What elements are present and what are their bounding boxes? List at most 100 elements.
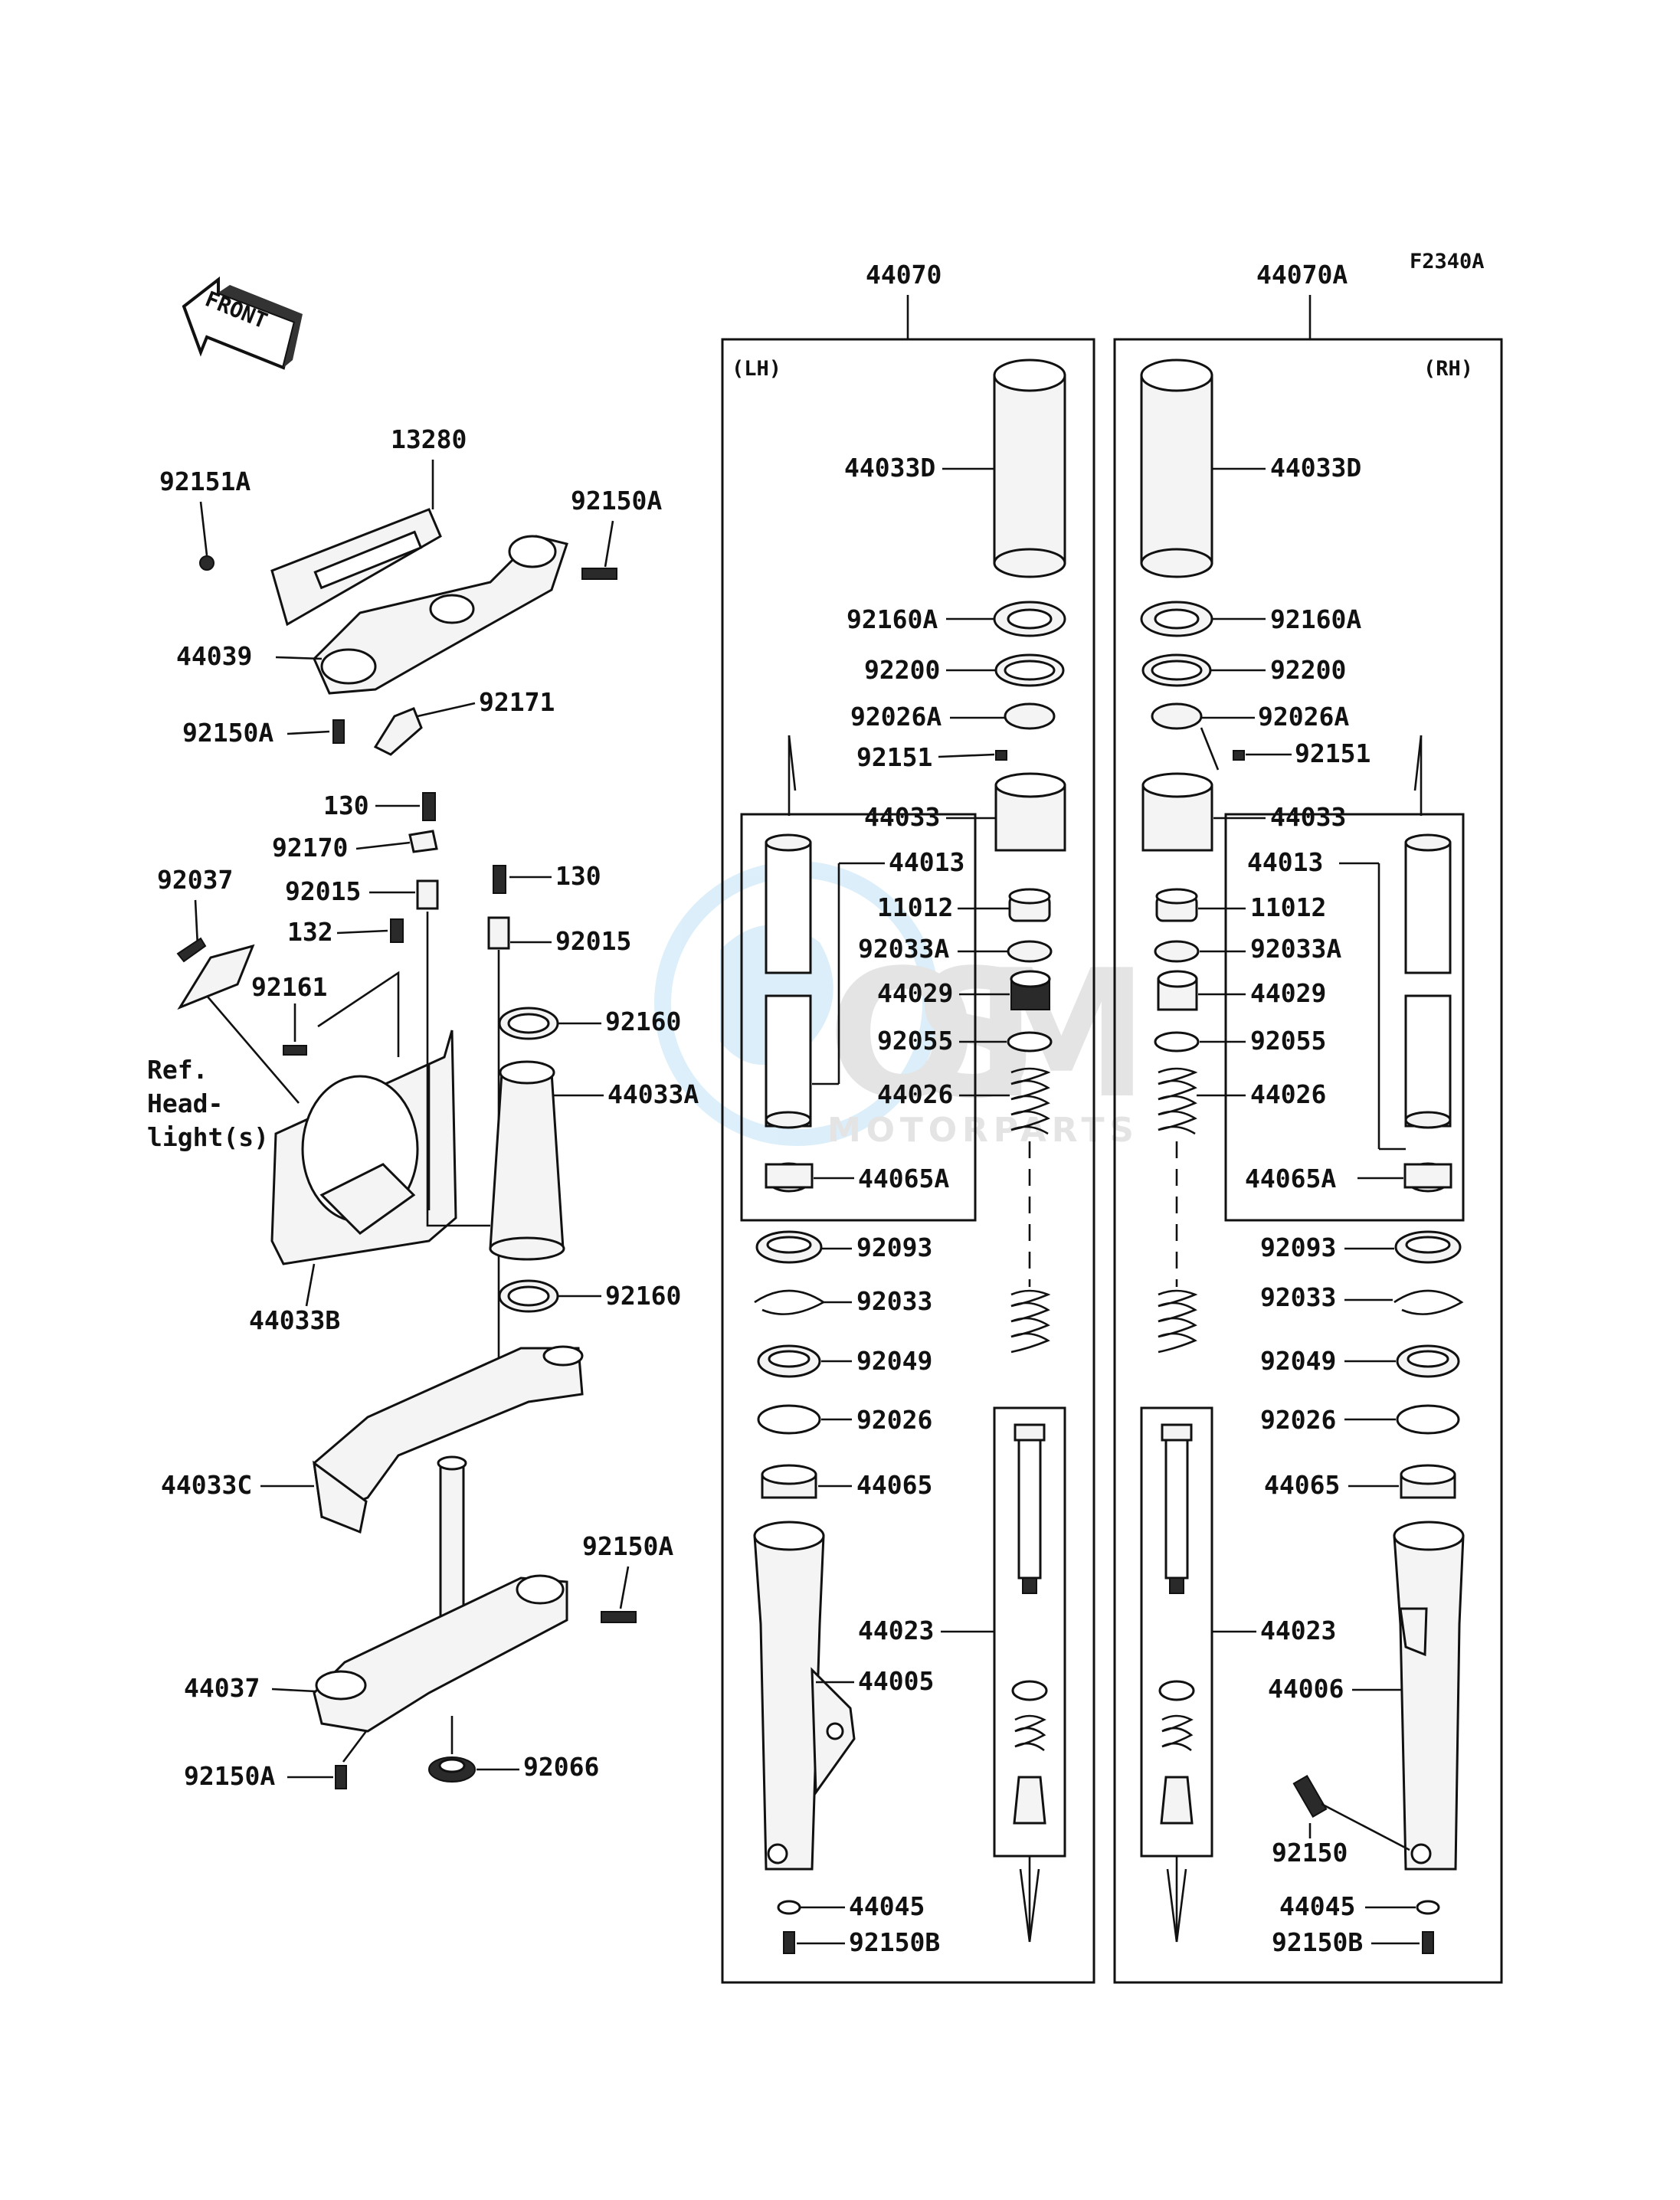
rh-outer-tube-44006 xyxy=(1393,1521,1465,1871)
lh-side-label: (LH) xyxy=(732,357,781,381)
bracket-92171 xyxy=(373,707,423,756)
lh-label-44005: 44005 xyxy=(858,1666,934,1696)
rh-inner-tube-44013 xyxy=(1404,833,1452,1129)
rh-label-92033: 92033 xyxy=(1260,1282,1336,1312)
rh-plug-44029 xyxy=(1157,970,1198,1011)
rh-cap-11012 xyxy=(1155,888,1198,922)
lh-label-92160A: 92160A xyxy=(847,604,938,634)
headlight-bracket-ref xyxy=(177,944,255,1010)
lh-label-92026A: 92026A xyxy=(850,702,942,732)
bolt-92151A xyxy=(199,555,215,571)
lh-damper-rod-44023 xyxy=(1011,1423,1048,1825)
lh-outer-tube-44005 xyxy=(753,1521,856,1871)
lh-label-44023: 44023 xyxy=(858,1616,934,1645)
label-130-a: 130 xyxy=(323,791,369,820)
watermark-brand: OSM xyxy=(827,933,1149,1138)
rh-washer-44045 xyxy=(1416,1900,1440,1915)
rh-label-92200: 92200 xyxy=(1270,655,1346,685)
lh-label-92093: 92093 xyxy=(856,1233,932,1262)
rh-oring-92055 xyxy=(1154,1031,1200,1053)
rh-label-92049: 92049 xyxy=(1260,1346,1336,1376)
label-92160-bot: 92160 xyxy=(605,1281,681,1311)
lh-label-92033A: 92033A xyxy=(858,934,949,964)
rh-label-92160A: 92160A xyxy=(1270,604,1361,634)
rh-oring-92033A xyxy=(1154,940,1200,963)
rh-label-44065A: 44065A xyxy=(1245,1164,1336,1193)
rh-damper-rod-44023 xyxy=(1158,1423,1195,1825)
bracket-92170 xyxy=(408,830,438,853)
bolt-130-b xyxy=(493,865,506,894)
rh-inner-tube-box xyxy=(1224,813,1465,1222)
label-92150A-top: 92150A xyxy=(571,486,662,516)
lh-label-44033: 44033 xyxy=(864,802,940,832)
lh-label-44033D: 44033D xyxy=(844,453,935,483)
label-92015-a: 92015 xyxy=(285,876,361,906)
lh-bolt-92150B xyxy=(783,1931,795,1954)
label-44039: 44039 xyxy=(176,641,252,671)
lh-cap-11012 xyxy=(1008,888,1051,922)
lh-cover-44033 xyxy=(994,772,1066,852)
rh-label-92150B: 92150B xyxy=(1272,1927,1363,1957)
steering-stem-44037 xyxy=(313,1455,568,1733)
rh-label-44023: 44023 xyxy=(1260,1616,1336,1645)
lh-band-92026A xyxy=(1004,702,1056,730)
label-13280: 13280 xyxy=(391,424,467,454)
stem-nut-92066 xyxy=(428,1756,476,1783)
lh-clip-92033 xyxy=(754,1289,826,1315)
rh-washer-92026 xyxy=(1396,1404,1460,1435)
lh-label-44013: 44013 xyxy=(889,847,964,877)
watermark-sub: MOTORPARTS xyxy=(827,1111,1134,1150)
label-44070: 44070 xyxy=(866,260,942,290)
label-130-b: 130 xyxy=(555,861,601,891)
label-92161: 92161 xyxy=(251,972,327,1002)
bolt-92150A-lt xyxy=(332,719,345,744)
lh-label-92151: 92151 xyxy=(856,742,932,772)
lh-label-92200: 92200 xyxy=(864,655,940,685)
lh-label-11012: 11012 xyxy=(877,892,953,922)
lh-inner-tube-44013 xyxy=(765,833,812,1129)
lh-label-92026: 92026 xyxy=(856,1405,932,1435)
lh-label-92055: 92055 xyxy=(877,1026,953,1056)
handlebar-holder-13280 xyxy=(270,508,442,627)
rh-label-92026A: 92026A xyxy=(1258,702,1349,732)
rh-label-44029: 44029 xyxy=(1250,978,1326,1008)
rh-bushing-44065 xyxy=(1400,1464,1456,1499)
lh-oring-92033A xyxy=(1007,940,1053,963)
rh-label-44045: 44045 xyxy=(1279,1891,1355,1921)
label-92150A-br: 92150A xyxy=(582,1531,673,1561)
rh-label-92026: 92026 xyxy=(1260,1405,1336,1435)
rh-label-44006: 44006 xyxy=(1268,1674,1344,1704)
front-arrow-icon: FRONT xyxy=(182,276,303,370)
clip-92037 xyxy=(176,937,207,963)
label-92037: 92037 xyxy=(157,865,233,895)
rh-cover-44033D xyxy=(1140,358,1213,578)
rh-label-44065: 44065 xyxy=(1264,1470,1340,1500)
bolt-92150A-br xyxy=(601,1611,637,1623)
rh-band-92026A xyxy=(1151,702,1203,730)
bolt-92150A-top xyxy=(581,568,617,580)
label-44033B: 44033B xyxy=(249,1305,340,1335)
label-44070A: 44070A xyxy=(1256,260,1348,290)
label-44033C: 44033C xyxy=(161,1470,252,1500)
label-92160-top: 92160 xyxy=(605,1007,681,1036)
rh-clip-92033 xyxy=(1393,1289,1464,1315)
fork-cover-44033A xyxy=(489,1060,565,1261)
lh-bushing-44065 xyxy=(761,1464,817,1499)
collar-92015-a xyxy=(416,879,439,910)
lh-plug-44029 xyxy=(1010,970,1051,1010)
collar-92015-b xyxy=(487,916,510,950)
rh-label-92033A: 92033A xyxy=(1250,934,1341,964)
lh-spring-44026 xyxy=(1010,1067,1051,1354)
upper-bracket-44039 xyxy=(313,535,568,695)
lh-cover-44033D xyxy=(993,358,1066,578)
label-92171: 92171 xyxy=(479,687,555,717)
diagram-code: F2340A xyxy=(1410,250,1485,273)
ref-line-1: Ref. xyxy=(147,1055,208,1085)
rh-label-92055: 92055 xyxy=(1250,1026,1326,1056)
rh-label-44026: 44026 xyxy=(1250,1079,1326,1109)
lh-label-44045: 44045 xyxy=(849,1891,925,1921)
bolt-130-a xyxy=(422,792,436,821)
rh-screw-92151 xyxy=(1233,750,1245,761)
